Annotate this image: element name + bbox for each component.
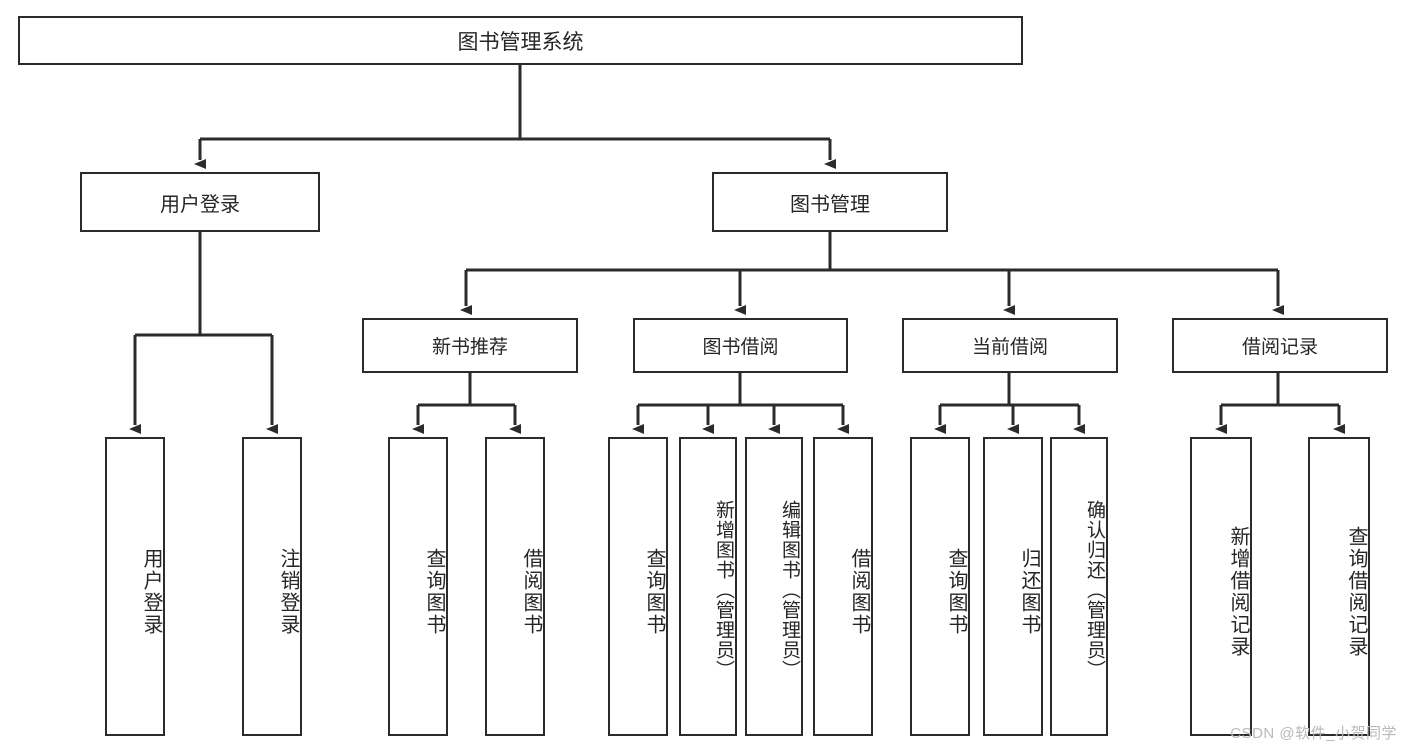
node-leaf-borrow-book-2[interactable]: 借阅图书 — [813, 437, 873, 736]
node-book-manage[interactable]: 图书管理 — [712, 172, 948, 232]
node-new-book-recommend[interactable]: 新书推荐 — [362, 318, 578, 373]
node-leaf-query-record-label: 查询借阅记录 — [1345, 525, 1367, 658]
node-leaf-add-book-admin-label: 新增图书（管理员） — [713, 499, 734, 680]
node-borrow-record[interactable]: 借阅记录 — [1172, 318, 1388, 373]
node-user-login-label: 用户登录 — [160, 193, 240, 216]
node-leaf-query-book-2[interactable]: 查询图书 — [608, 437, 668, 736]
node-leaf-confirm-return-label: 确认归还（管理员） — [1084, 499, 1105, 680]
node-leaf-user-login-label: 用户登录 — [140, 547, 162, 636]
node-user-login[interactable]: 用户登录 — [80, 172, 320, 232]
node-leaf-borrow-book-1[interactable]: 借阅图书 — [485, 437, 545, 736]
node-root-label: 图书管理系统 — [457, 30, 584, 54]
node-leaf-add-book-admin[interactable]: 新增图书（管理员） — [679, 437, 737, 736]
node-leaf-query-book-3[interactable]: 查询图书 — [910, 437, 970, 736]
node-current-borrow-label: 当前借阅 — [971, 337, 1048, 358]
node-book-manage-label: 图书管理 — [790, 193, 870, 216]
node-leaf-add-record-label: 新增借阅记录 — [1227, 525, 1249, 658]
node-leaf-query-book-1-label: 查询图书 — [423, 547, 445, 636]
node-leaf-edit-book-admin[interactable]: 编辑图书（管理员） — [745, 437, 803, 736]
node-leaf-user-logout-label: 注销登录 — [277, 547, 299, 636]
node-leaf-edit-book-admin-label: 编辑图书（管理员） — [779, 499, 800, 680]
node-leaf-query-book-3-label: 查询图书 — [945, 547, 967, 636]
node-leaf-confirm-return[interactable]: 确认归还（管理员） — [1050, 437, 1108, 736]
node-current-borrow[interactable]: 当前借阅 — [902, 318, 1118, 373]
node-leaf-query-book-1[interactable]: 查询图书 — [388, 437, 448, 736]
node-leaf-borrow-book-2-label: 借阅图书 — [848, 547, 870, 636]
node-new-book-recommend-label: 新书推荐 — [431, 337, 508, 358]
node-leaf-query-record[interactable]: 查询借阅记录 — [1308, 437, 1370, 736]
node-leaf-query-book-2-label: 查询图书 — [643, 547, 665, 636]
node-book-borrow[interactable]: 图书借阅 — [633, 318, 848, 373]
node-borrow-record-label: 借阅记录 — [1241, 337, 1318, 358]
csdn-watermark: CSDN @软件_小贺同学 — [1230, 725, 1397, 742]
node-leaf-user-logout[interactable]: 注销登录 — [242, 437, 302, 736]
node-leaf-return-book-label: 归还图书 — [1018, 547, 1040, 636]
node-leaf-borrow-book-1-label: 借阅图书 — [520, 547, 542, 636]
node-leaf-add-record[interactable]: 新增借阅记录 — [1190, 437, 1252, 736]
node-leaf-user-login[interactable]: 用户登录 — [105, 437, 165, 736]
node-book-borrow-label: 图书借阅 — [702, 337, 779, 358]
node-root[interactable]: 图书管理系统 — [18, 16, 1023, 65]
node-leaf-return-book[interactable]: 归还图书 — [983, 437, 1043, 736]
